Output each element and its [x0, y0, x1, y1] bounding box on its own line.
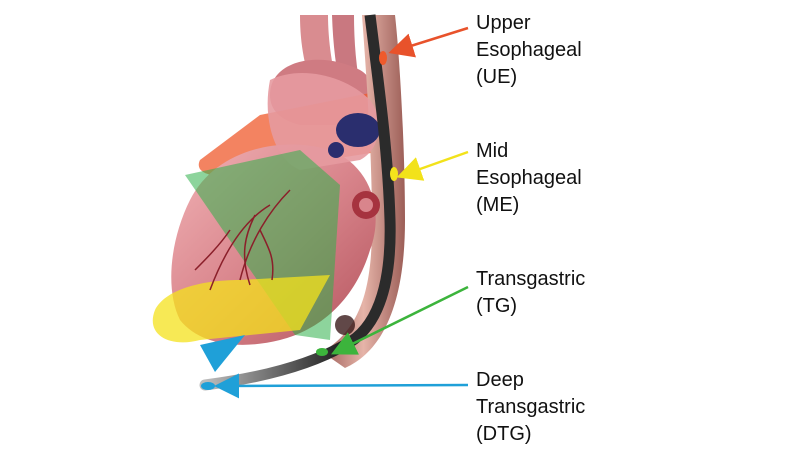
tg-label-line1: Transgastric [476, 268, 586, 290]
ue-arrow [388, 26, 469, 58]
me-label-line3: (ME) [476, 194, 520, 216]
ue-label-line1: Upper [476, 12, 531, 34]
tg-label-line2: (TG) [476, 295, 518, 317]
dtg-label-line1: Deep [476, 369, 524, 391]
dtg-label-line2: Transgastric [476, 396, 586, 418]
dtg-label: Deep Transgastric (DTG) [476, 367, 585, 448]
tg-arrow [331, 285, 469, 355]
gastric-marker [335, 315, 355, 335]
me-label-line2: Esophageal [476, 167, 582, 189]
me-label: Mid Esophageal (ME) [476, 138, 582, 219]
pulmonary-veins [328, 113, 380, 158]
tg-transducer [316, 348, 328, 356]
dtg-arrow [214, 373, 469, 399]
ue-label-line2: Esophageal [476, 39, 582, 61]
me-label-line1: Mid [476, 140, 509, 162]
dtg-imaging-plane [200, 335, 245, 372]
coronary-arteries [194, 189, 291, 291]
tg-imaging-plane [152, 275, 330, 343]
dtg-transducer [201, 382, 215, 390]
tg-label: Transgastric (TG) [476, 266, 585, 320]
tee-probe-shaft [342, 14, 396, 350]
ue-label-line3: (UE) [476, 66, 518, 88]
ue-label: Upper Esophageal (UE) [476, 10, 582, 91]
ue-transducer [379, 51, 387, 65]
me-transducer [390, 167, 398, 181]
aortic-ring [352, 191, 380, 219]
dtg-label-line3: (DTG) [476, 423, 532, 445]
me-arrow [396, 150, 469, 181]
